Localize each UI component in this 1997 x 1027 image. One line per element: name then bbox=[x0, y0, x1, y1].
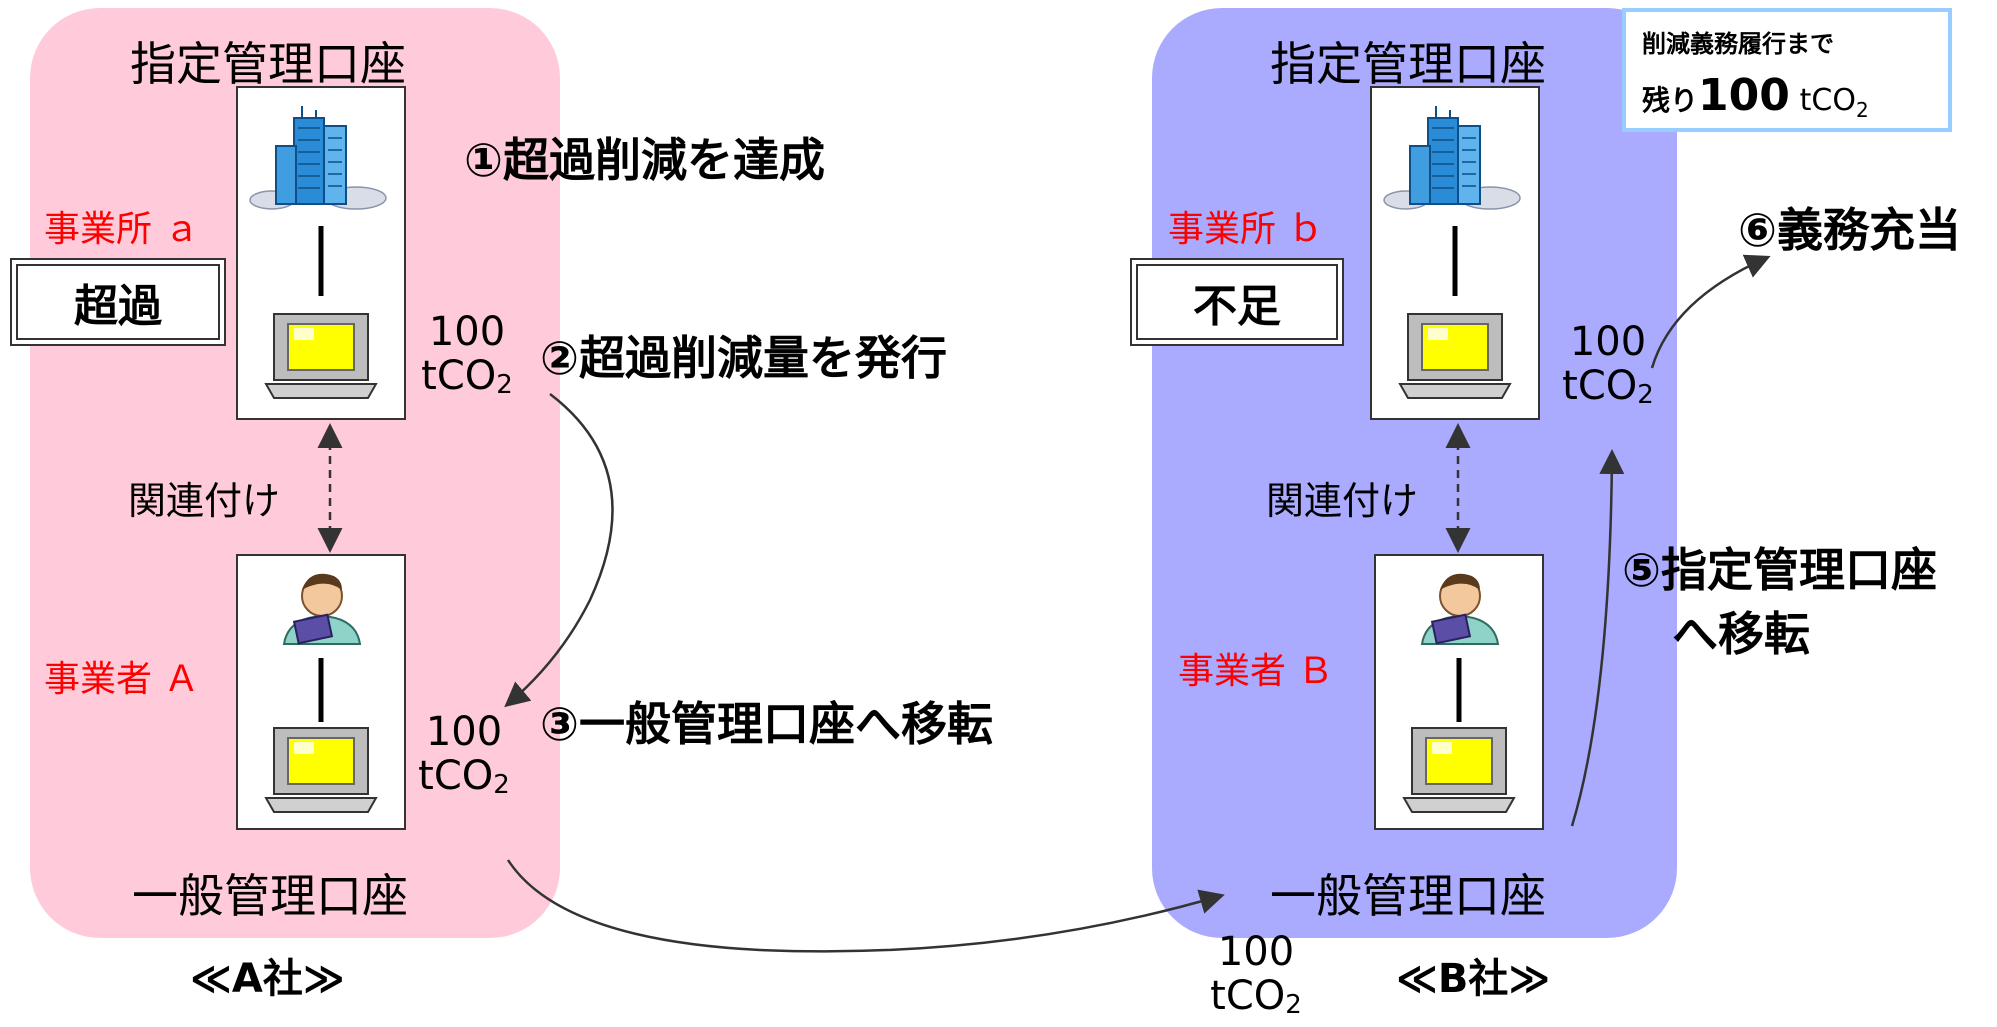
step-6-label: ⑥義務充当 bbox=[1738, 203, 1961, 257]
transfer-arrow bbox=[506, 859, 1225, 953]
operator-a-graphic bbox=[264, 573, 378, 813]
facility-b-label: 事業所 ｂ bbox=[1168, 209, 1324, 250]
quantity-unit: tCO2 bbox=[421, 353, 513, 400]
building-icon bbox=[249, 106, 387, 210]
quantity-received-b: 100 tCO2 bbox=[1548, 320, 1668, 417]
quantity-number: 100 bbox=[1569, 319, 1647, 365]
quantity-number: 100 bbox=[1217, 929, 1295, 975]
quantity-transferred-b: 100 tCO2 bbox=[1196, 930, 1316, 1027]
facility-a-status: 超過 bbox=[10, 258, 226, 346]
facility-b-graphic bbox=[1383, 106, 1521, 399]
company-a-label: ≪A社≫ bbox=[190, 956, 345, 1002]
businessman-icon bbox=[282, 573, 362, 645]
facility-b-card bbox=[1370, 86, 1540, 420]
step-5-label-line2: へ移転 bbox=[1672, 607, 1810, 661]
association-label-b: 関連付け bbox=[1266, 479, 1419, 523]
step-3-label: ③一般管理口座へ移転 bbox=[540, 697, 993, 751]
step-1-label: ①超過削減を達成 bbox=[464, 133, 825, 187]
step-2-label: ②超過削減量を発行 bbox=[540, 331, 947, 385]
remaining-obligation-box: 削減義務履行まで 残り100 tCO2 bbox=[1622, 8, 1952, 132]
operator-a-card bbox=[236, 554, 406, 830]
quantity-number: 100 bbox=[425, 709, 503, 755]
designated-account-title-b: 指定管理口座 bbox=[1270, 37, 1546, 91]
facility-a-graphic bbox=[249, 106, 387, 399]
computer-icon bbox=[264, 313, 378, 399]
operator-b-card bbox=[1374, 554, 1544, 830]
facility-a-label: 事業所 ａ bbox=[44, 209, 200, 250]
quantity-transferred-a: 100 tCO2 bbox=[404, 710, 524, 807]
designated-account-title-a: 指定管理口座 bbox=[130, 37, 406, 91]
general-account-title-b: 一般管理口座 bbox=[1270, 869, 1546, 923]
operator-a-label: 事業者 Ａ bbox=[44, 659, 200, 700]
computer-icon bbox=[264, 727, 378, 813]
operator-b-graphic bbox=[1402, 573, 1516, 813]
building-icon bbox=[1383, 106, 1521, 210]
businessman-icon bbox=[1420, 573, 1500, 645]
association-label-a: 関連付け bbox=[128, 479, 281, 523]
operator-b-label: 事業者 Ｂ bbox=[1178, 651, 1334, 692]
general-account-title-a: 一般管理口座 bbox=[132, 869, 408, 923]
remaining-obligation-caption: 削減義務履行まで bbox=[1642, 30, 1834, 58]
computer-icon bbox=[1398, 313, 1512, 399]
issue-arrow bbox=[504, 393, 614, 708]
quantity-unit: tCO2 bbox=[1210, 973, 1302, 1020]
remaining-obligation-amount: 残り100 tCO2 bbox=[1642, 70, 1869, 122]
quantity-issued-a: 100 tCO2 bbox=[412, 310, 522, 407]
company-b-label: ≪B社≫ bbox=[1396, 956, 1551, 1002]
facility-a-card bbox=[236, 86, 406, 420]
obligation-arrow bbox=[1650, 254, 1771, 369]
facility-b-status: 不足 bbox=[1130, 258, 1344, 346]
quantity-unit: tCO2 bbox=[418, 753, 510, 800]
computer-icon bbox=[1402, 727, 1516, 813]
quantity-unit: tCO2 bbox=[1562, 363, 1654, 410]
quantity-number: 100 bbox=[428, 309, 506, 355]
step-5-label-line1: ⑤指定管理口座 bbox=[1622, 543, 1937, 597]
designated-transfer-arrow bbox=[1570, 449, 1625, 827]
